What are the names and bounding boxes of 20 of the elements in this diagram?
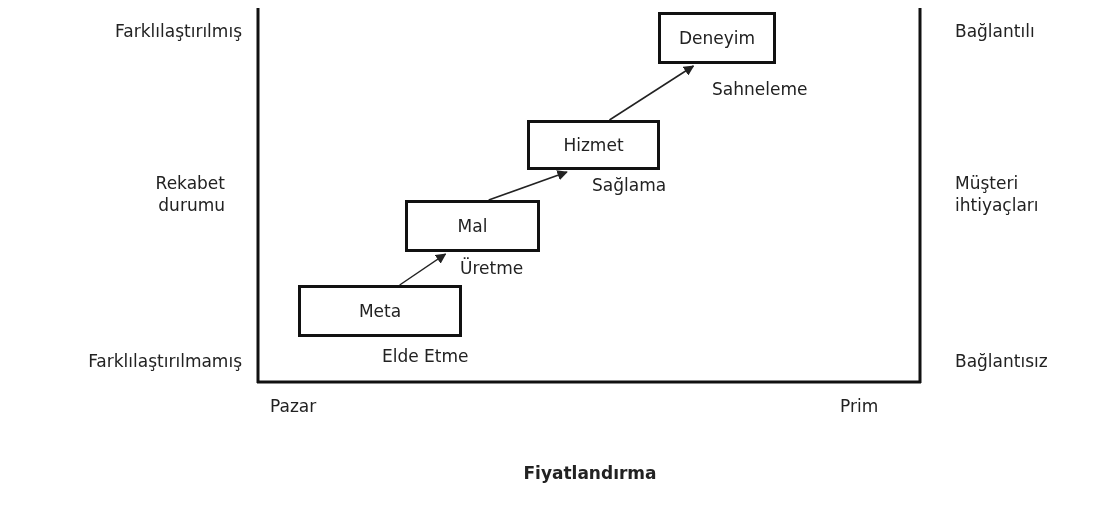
axis-label: Rekabet durumu: [154, 172, 225, 216]
axis-label: Prim: [840, 395, 880, 417]
arrow: [487, 170, 568, 201]
arrow: [608, 65, 695, 121]
stage-caption: Sahneleme: [712, 78, 808, 100]
stage-caption: Üretme: [460, 257, 524, 279]
axis-label: Müşteri ihtiyaçları: [955, 172, 1040, 216]
stage-box: Meta: [298, 285, 462, 337]
stage-caption: Elde Etme: [382, 345, 469, 367]
axis-label: Farklılaştırılmış: [114, 20, 242, 42]
axis-label: Bağlantısız: [955, 350, 1049, 372]
stage-box: Mal: [405, 200, 540, 252]
arrow: [398, 253, 447, 286]
axis-label: Pazar: [270, 395, 318, 417]
stage-caption: Sağlama: [592, 174, 667, 196]
axis-label: Farklılaştırılmamış: [87, 350, 242, 372]
axis-label: Bağlantılı: [955, 20, 1036, 42]
axis-title: Fiyatlandırma: [522, 462, 658, 484]
stage-box: Deneyim: [658, 12, 776, 64]
stage-box: Hizmet: [527, 120, 660, 170]
